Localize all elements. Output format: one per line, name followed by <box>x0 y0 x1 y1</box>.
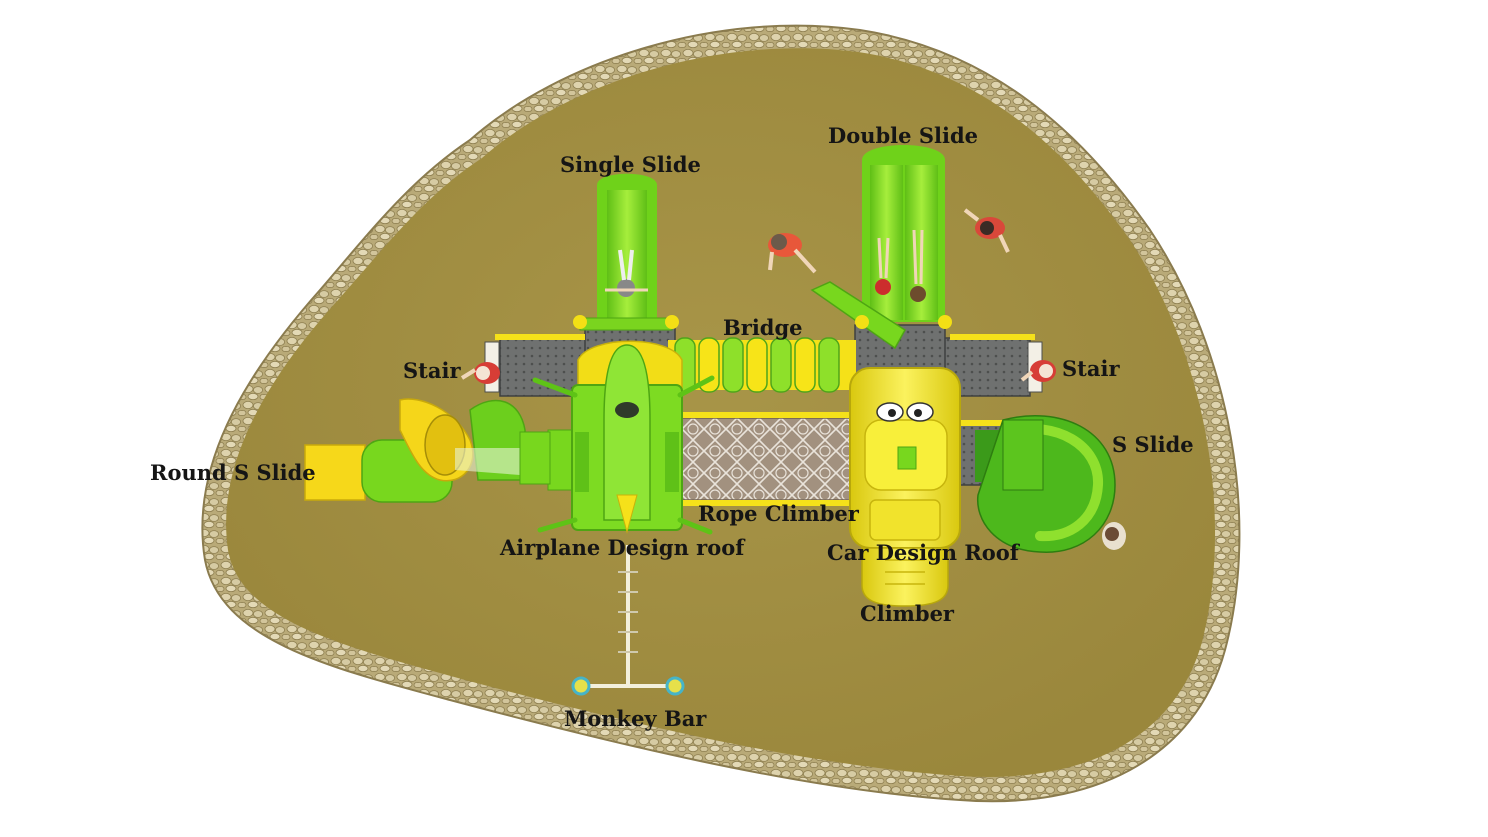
car-roof <box>849 367 961 549</box>
child-figure <box>1020 360 1056 382</box>
round-s-slide <box>304 398 551 503</box>
car-roof-label: Car Design Roof <box>827 540 1019 565</box>
climber <box>861 547 949 607</box>
child-figures <box>460 208 1126 550</box>
left-stair-label: Stair <box>403 358 461 383</box>
monkey-bar-label: Monkey Bar <box>564 706 707 731</box>
round-s-slide-label: Round S Slide <box>150 460 316 485</box>
child-figure <box>768 233 817 274</box>
airplane-roof-label: Airplane Design roof <box>500 535 745 560</box>
bridge-label: Bridge <box>723 315 803 340</box>
child-figure <box>460 362 500 384</box>
airplane-roof <box>532 340 715 535</box>
child-figure <box>605 249 648 297</box>
child-figure <box>875 237 891 295</box>
double-slide <box>810 145 952 350</box>
climber-label: Climber <box>860 601 954 626</box>
child-figure <box>963 208 1010 253</box>
monkey-bar <box>571 545 685 696</box>
rope-climber <box>547 412 857 506</box>
child-figure <box>1102 522 1126 550</box>
s-slide <box>975 415 1116 553</box>
single-slide <box>573 173 679 331</box>
right-stair-label: Stair <box>1062 356 1120 381</box>
single-slide-label: Single Slide <box>560 152 701 177</box>
rope-climber-label: Rope Climber <box>698 501 859 526</box>
s-slide-label: S Slide <box>1112 432 1194 457</box>
double-slide-label: Double Slide <box>828 123 978 148</box>
child-figure <box>910 229 926 302</box>
